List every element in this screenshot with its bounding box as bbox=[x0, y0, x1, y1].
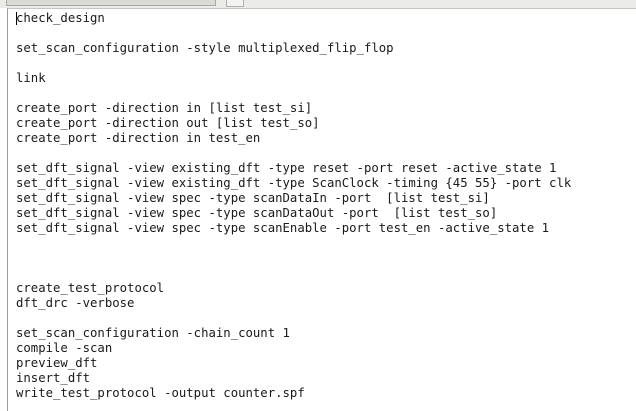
code-line: set_dft_signal -view spec -type scanData… bbox=[16, 206, 498, 220]
code-line bbox=[16, 56, 636, 71]
code-line: write_test_protocol -output counter.spf bbox=[16, 386, 305, 400]
code-line: set_scan_configuration -style multiplexe… bbox=[16, 41, 394, 55]
code-line: set_dft_signal -view spec -type scanData… bbox=[16, 191, 490, 205]
code-line bbox=[16, 26, 636, 41]
code-line bbox=[16, 251, 636, 266]
code-line: dft_drc -verbose bbox=[16, 296, 135, 310]
tab-button[interactable] bbox=[226, 0, 244, 7]
code-line: set_dft_signal -view existing_dft -type … bbox=[16, 161, 557, 175]
code-line: insert_dft bbox=[16, 371, 91, 385]
code-line: compile -scan bbox=[16, 341, 113, 355]
editor-tab[interactable] bbox=[6, 0, 216, 6]
script-text[interactable]: check_design set_scan_configuration -styl… bbox=[16, 11, 636, 401]
code-line: set_dft_signal -view existing_dft -type … bbox=[16, 176, 572, 190]
code-line: preview_dft bbox=[16, 356, 98, 370]
code-line: create_test_protocol bbox=[16, 281, 165, 295]
code-line: link bbox=[16, 71, 46, 85]
code-line: create_port -direction out [list test_so… bbox=[16, 116, 320, 130]
code-line bbox=[16, 311, 636, 326]
text-editor-area[interactable]: check_design set_scan_configuration -styl… bbox=[7, 8, 636, 411]
code-line bbox=[16, 86, 636, 101]
code-line bbox=[16, 146, 636, 161]
code-line: set_dft_signal -view spec -type scanEnab… bbox=[16, 221, 550, 235]
code-line bbox=[16, 266, 636, 281]
code-line: set_scan_configuration -chain_count 1 bbox=[16, 326, 290, 340]
window-top-bar bbox=[0, 0, 636, 8]
code-line: create_port -direction in [list test_si] bbox=[16, 101, 313, 115]
code-line: check_design bbox=[16, 11, 105, 25]
code-line: create_port -direction in test_en bbox=[16, 131, 261, 145]
text-cursor bbox=[16, 12, 17, 25]
code-line bbox=[16, 236, 636, 251]
